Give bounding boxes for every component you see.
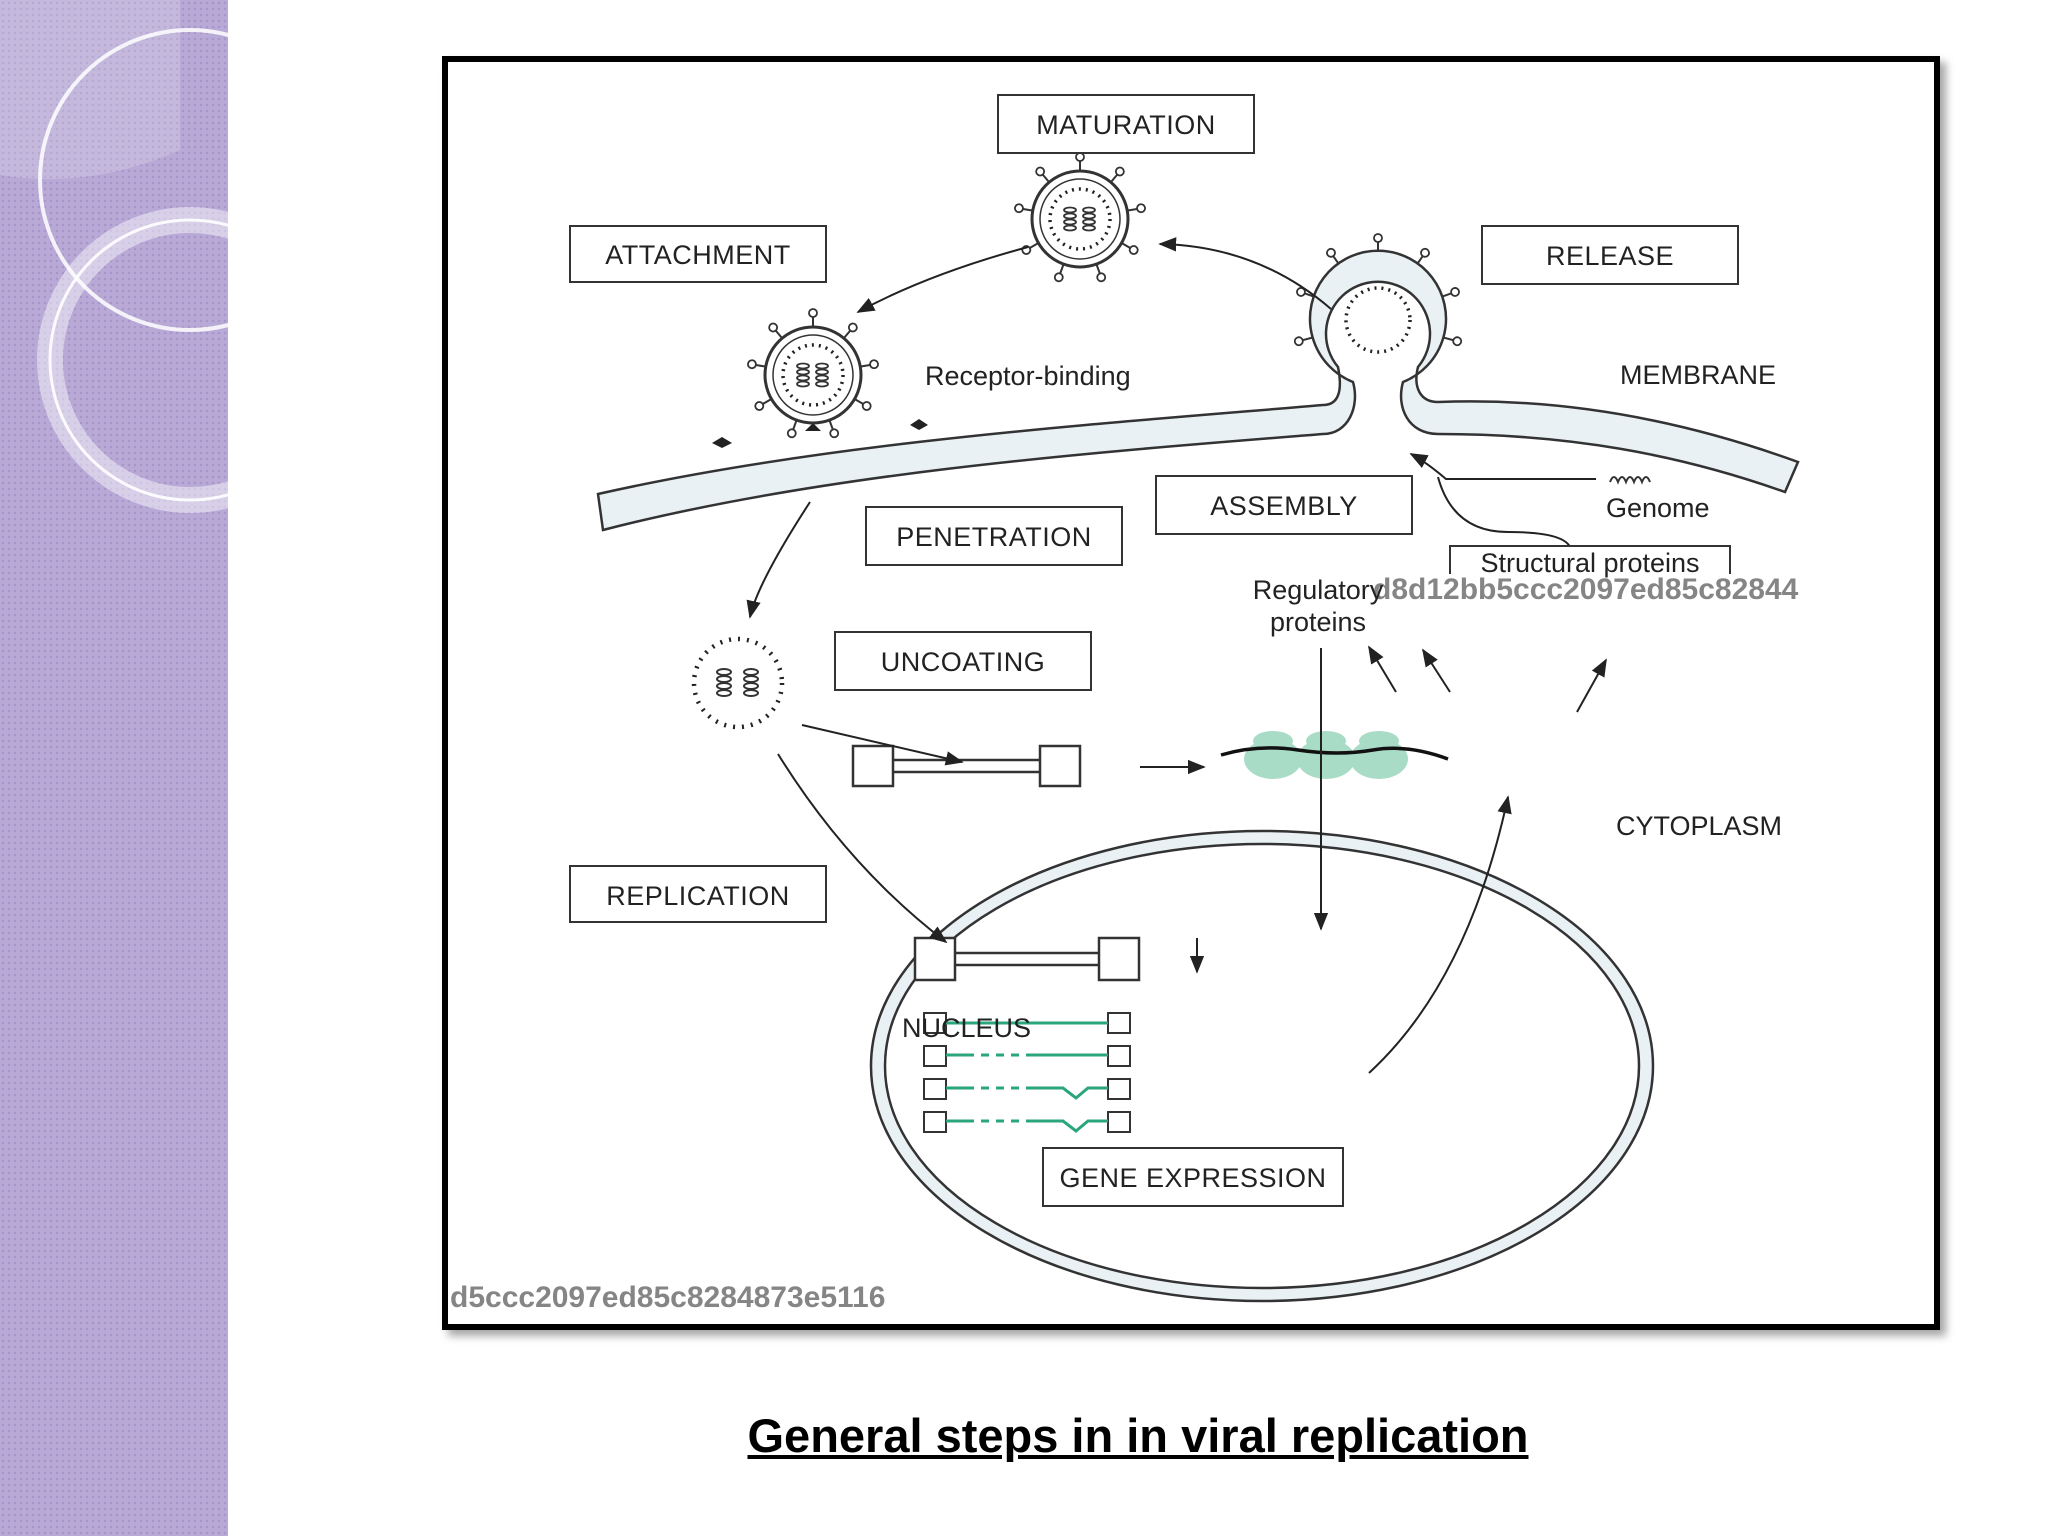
svg-text:UNCOATING: UNCOATING — [881, 647, 1046, 677]
receptor-binding-label: Receptor-binding — [925, 361, 1131, 391]
genome-coil-icon — [1609, 476, 1651, 485]
structural-proteins-label: Structural proteins — [1449, 545, 1731, 578]
decorative-sidebar — [0, 0, 228, 1536]
stage-assembly: ASSEMBLY — [1155, 475, 1413, 535]
ribosomes — [1220, 731, 1449, 779]
viral-genome-cytoplasm — [851, 744, 1082, 788]
figure-frame: d8d12bb5ccc2097ed85c82844 d5ccc2097ed85c… — [442, 56, 1940, 1330]
stage-gene-expression: GENE EXPRESSION — [1042, 1147, 1344, 1207]
budding-virion-icon — [1292, 233, 1464, 354]
svg-text:GENE EXPRESSION: GENE EXPRESSION — [1059, 1163, 1326, 1193]
cell-membrane — [596, 249, 1800, 532]
svg-text:ATTACHMENT: ATTACHMENT — [605, 240, 790, 270]
regulatory-proteins-label-line1: Regulatory — [1253, 575, 1384, 605]
svg-text:RELEASE: RELEASE — [1546, 241, 1674, 271]
stage-attachment: ATTACHMENT — [569, 225, 827, 283]
svg-text:REPLICATION: REPLICATION — [606, 881, 790, 911]
process-arrows — [746, 237, 1607, 1074]
stage-release: RELEASE — [1481, 225, 1739, 285]
membrane-label: MEMBRANE — [1620, 360, 1776, 390]
svg-text:Structural proteins: Structural proteins — [1480, 548, 1699, 578]
stage-maturation: MATURATION — [997, 94, 1255, 154]
mature-virion-icon — [1014, 153, 1145, 282]
svg-text:ASSEMBLY: ASSEMBLY — [1210, 491, 1358, 521]
viral-replication-diagram: d8d12bb5ccc2097ed85c82844 d5ccc2097ed85c… — [450, 94, 1800, 1314]
nucleus-label: NUCLEUS — [902, 1013, 1031, 1043]
attaching-virion-icon — [747, 309, 878, 438]
cell-receptors — [712, 419, 928, 448]
regulatory-proteins-label-line2: proteins — [1270, 607, 1366, 637]
stage-penetration: PENETRATION — [865, 506, 1123, 566]
genome-label: Genome — [1606, 493, 1710, 523]
mrna-transcripts — [923, 1012, 1131, 1133]
stage-uncoating: UNCOATING — [834, 631, 1092, 691]
viral-genome-nucleus — [913, 936, 1141, 982]
svg-text:PENETRATION: PENETRATION — [896, 522, 1092, 552]
svg-text:MATURATION: MATURATION — [1036, 110, 1216, 140]
cytoplasm-label: CYTOPLASM — [1616, 811, 1782, 841]
decorative-rings — [0, 0, 228, 513]
watermark-middle: d8d12bb5ccc2097ed85c82844 — [1373, 573, 1799, 606]
uncoated-virus-icon — [691, 636, 785, 730]
nucleus — [869, 829, 1655, 1303]
slide-caption: General steps in in viral replication — [747, 1409, 1529, 1462]
watermark-bottom: d5ccc2097ed85c8284873e5116 — [450, 1281, 885, 1314]
stage-replication: REPLICATION — [569, 865, 827, 923]
